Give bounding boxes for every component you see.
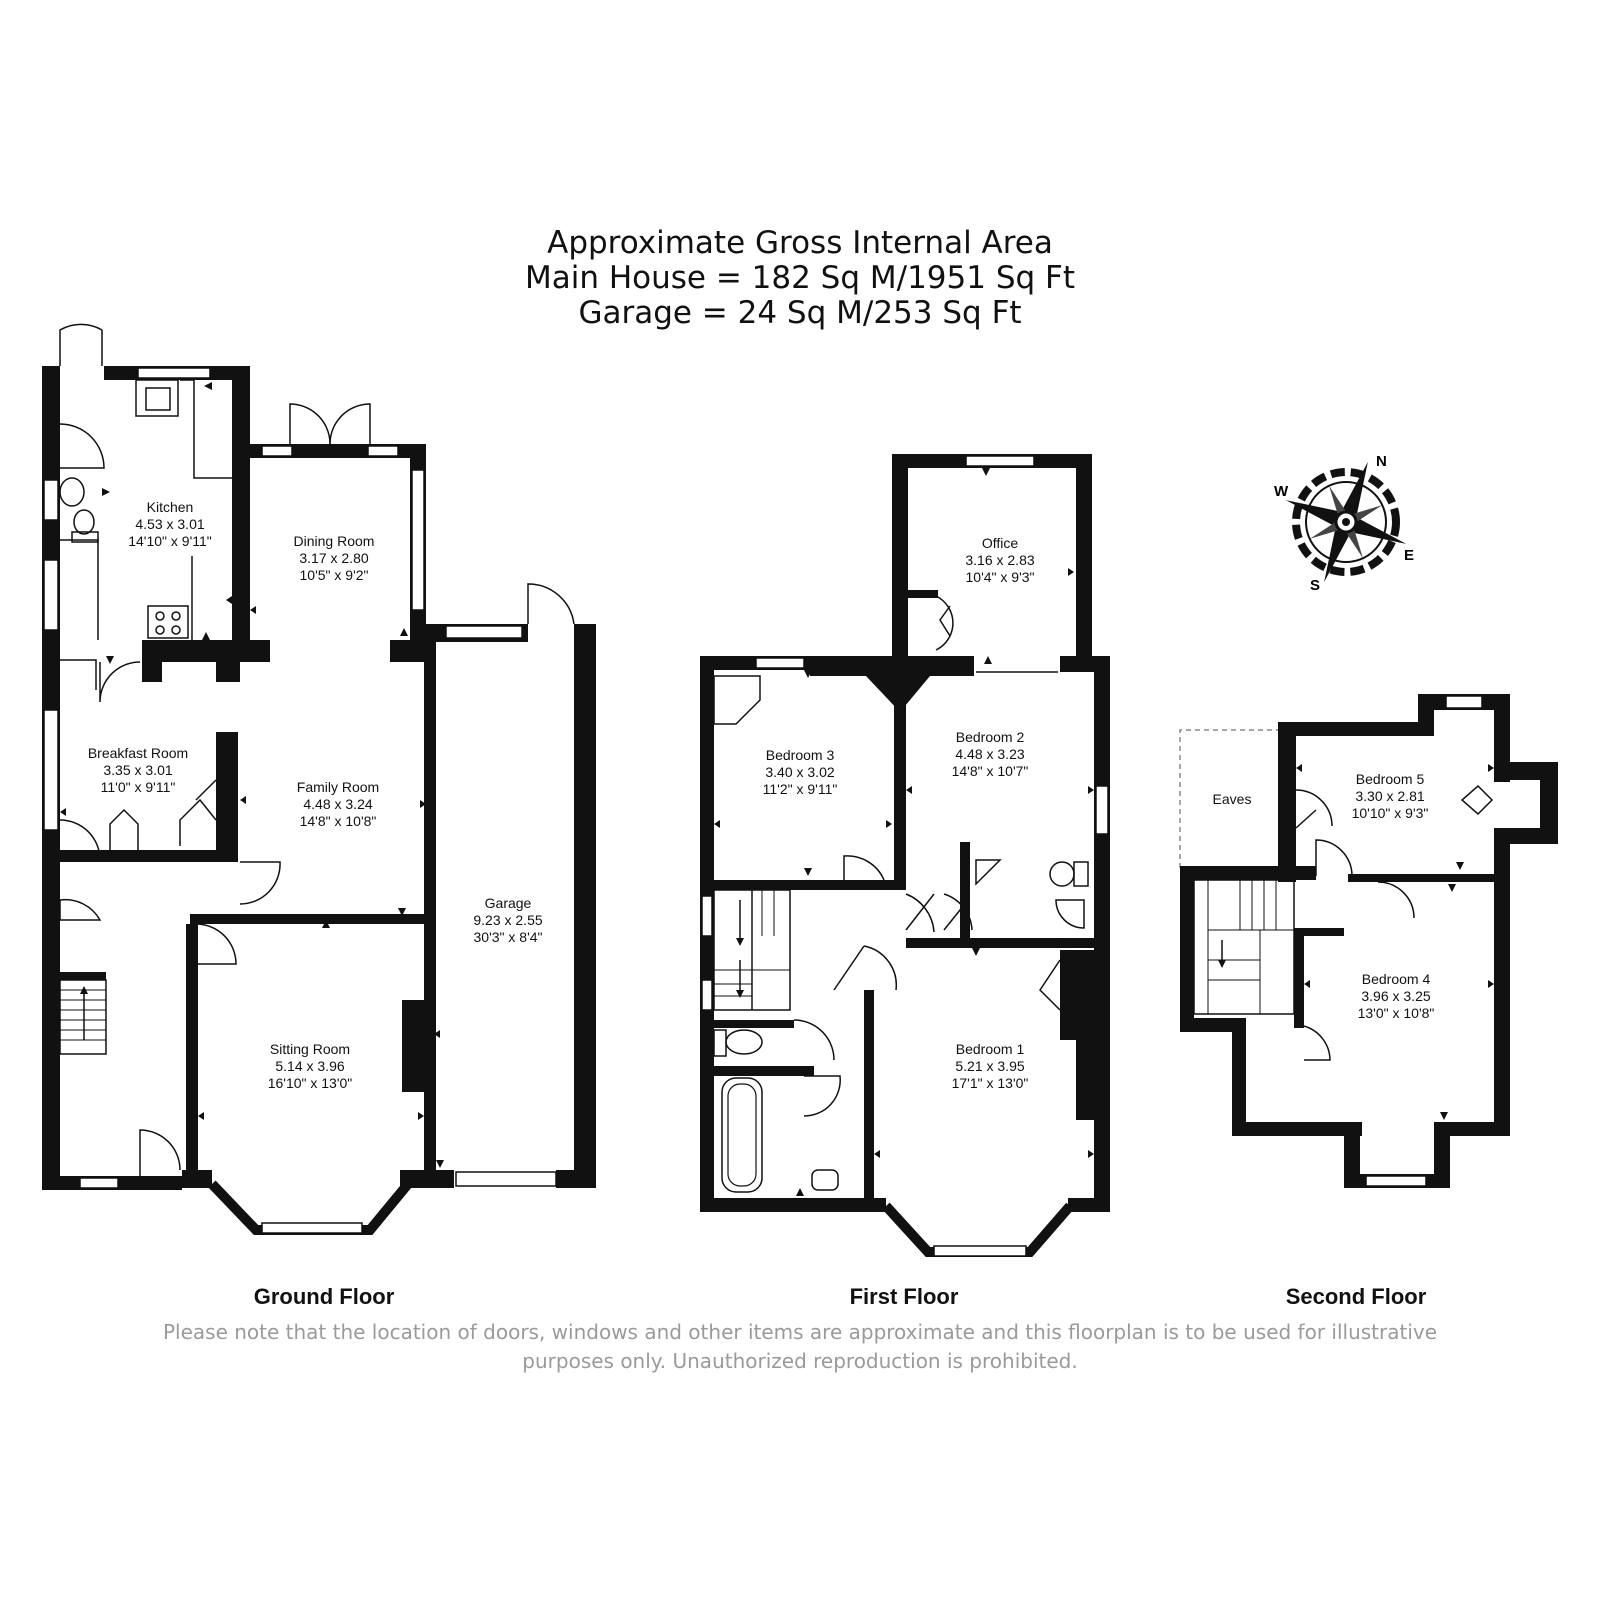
area-main-house: Main House = 182 Sq M/1951 Sq Ft (524, 260, 1076, 296)
first-floor-label: First Floor (849, 1284, 959, 1309)
svg-text:3.35 x 3.01: 3.35 x 3.01 (103, 762, 172, 778)
svg-text:17'1" x 13'0": 17'1" x 13'0" (952, 1075, 1029, 1091)
svg-text:30'3" x 8'4": 30'3" x 8'4" (474, 929, 543, 945)
room-dining: Dining Room 3.17 x 2.80 10'5" x 9'2" (294, 533, 375, 583)
svg-text:11'2" x 9'11": 11'2" x 9'11" (763, 781, 838, 797)
compass-south: S (1310, 577, 1320, 594)
svg-text:11'0" x 9'11": 11'0" x 9'11" (101, 779, 176, 795)
svg-text:14'10" x 9'11": 14'10" x 9'11" (128, 533, 212, 549)
svg-text:Bedroom 1: Bedroom 1 (956, 1041, 1025, 1057)
compass-north: N (1376, 453, 1387, 470)
svg-text:13'0" x 10'8": 13'0" x 10'8" (1358, 1005, 1435, 1021)
room-garage: Garage 9.23 x 2.55 30'3" x 8'4" (473, 895, 542, 945)
disclaimer-line-2: purposes only. Unauthorized reproduction… (522, 1349, 1078, 1373)
svg-text:14'8" x 10'8": 14'8" x 10'8" (300, 813, 377, 829)
room-family: Family Room 4.48 x 3.24 14'8" x 10'8" (297, 779, 379, 829)
svg-text:4.48 x 3.23: 4.48 x 3.23 (955, 746, 1024, 762)
svg-text:14'8" x 10'7": 14'8" x 10'7" (952, 763, 1029, 779)
ground-floor-plan (42, 323, 596, 1235)
room-bedroom1: Bedroom 1 5.21 x 3.95 17'1" x 13'0" (952, 1041, 1029, 1091)
svg-text:10'4" x 9'3": 10'4" x 9'3" (966, 569, 1035, 585)
room-office: Office 3.16 x 2.83 10'4" x 9'3" (965, 535, 1034, 585)
svg-text:Garage: Garage (485, 895, 532, 911)
compass-east: E (1404, 547, 1414, 564)
svg-text:Bedroom 5: Bedroom 5 (1356, 771, 1425, 787)
svg-text:3.40 x 3.02: 3.40 x 3.02 (765, 764, 834, 780)
svg-text:5.21 x 3.95: 5.21 x 3.95 (955, 1058, 1024, 1074)
svg-text:4.53 x 3.01: 4.53 x 3.01 (135, 516, 204, 532)
room-bedroom3: Bedroom 3 3.40 x 3.02 11'2" x 9'11" (763, 747, 838, 797)
svg-text:16'10" x 13'0": 16'10" x 13'0" (268, 1075, 353, 1091)
svg-text:3.30 x 2.81: 3.30 x 2.81 (1355, 788, 1424, 804)
room-bedroom5: Bedroom 5 3.30 x 2.81 10'10" x 9'3" (1352, 771, 1429, 821)
disclaimer: Please note that the location of doors, … (100, 1318, 1500, 1376)
second-floor-label: Second Floor (1285, 1284, 1427, 1309)
svg-text:5.14 x 3.96: 5.14 x 3.96 (275, 1058, 344, 1074)
svg-text:Office: Office (982, 535, 1019, 551)
first-floor-plan (700, 454, 1110, 1257)
svg-text:Kitchen: Kitchen (147, 499, 194, 515)
svg-text:Sitting Room: Sitting Room (270, 1041, 350, 1057)
svg-text:3.96 x 3.25: 3.96 x 3.25 (1361, 988, 1430, 1004)
disclaimer-line-1: Please note that the location of doors, … (162, 1320, 1438, 1344)
compass-rose-icon (1285, 461, 1407, 583)
svg-text:10'5" x 9'2": 10'5" x 9'2" (300, 567, 369, 583)
svg-text:Family Room: Family Room (297, 779, 379, 795)
area-title: Approximate Gross Internal Area (547, 225, 1053, 261)
room-bedroom2: Bedroom 2 4.48 x 3.23 14'8" x 10'7" (952, 729, 1029, 779)
room-kitchen: Kitchen 4.53 x 3.01 14'10" x 9'11" (128, 499, 212, 549)
room-sitting: Sitting Room 5.14 x 3.96 16'10" x 13'0" (268, 1041, 353, 1091)
svg-text:Bedroom 4: Bedroom 4 (1362, 971, 1431, 987)
ground-floor-label: Ground Floor (253, 1284, 395, 1309)
compass-west: W (1274, 483, 1289, 500)
svg-text:Bedroom 2: Bedroom 2 (956, 729, 1025, 745)
room-breakfast: Breakfast Room 3.35 x 3.01 11'0" x 9'11" (88, 745, 188, 795)
svg-text:10'10" x 9'3": 10'10" x 9'3" (1352, 805, 1429, 821)
svg-text:Dining Room: Dining Room (294, 533, 375, 549)
svg-text:9.23 x 2.55: 9.23 x 2.55 (473, 912, 542, 928)
svg-text:Eaves: Eaves (1213, 791, 1252, 807)
room-bedroom4: Bedroom 4 3.96 x 3.25 13'0" x 10'8" (1358, 971, 1435, 1021)
svg-text:3.16 x 2.83: 3.16 x 2.83 (965, 552, 1034, 568)
area-garage: Garage = 24 Sq M/253 Sq Ft (578, 295, 1022, 331)
svg-text:4.48 x 3.24: 4.48 x 3.24 (303, 796, 372, 812)
svg-text:3.17 x 2.80: 3.17 x 2.80 (299, 550, 368, 566)
room-eaves: Eaves (1213, 791, 1252, 807)
svg-text:Breakfast Room: Breakfast Room (88, 745, 188, 761)
svg-text:Bedroom 3: Bedroom 3 (766, 747, 835, 763)
second-floor-plan (1179, 694, 1558, 1188)
